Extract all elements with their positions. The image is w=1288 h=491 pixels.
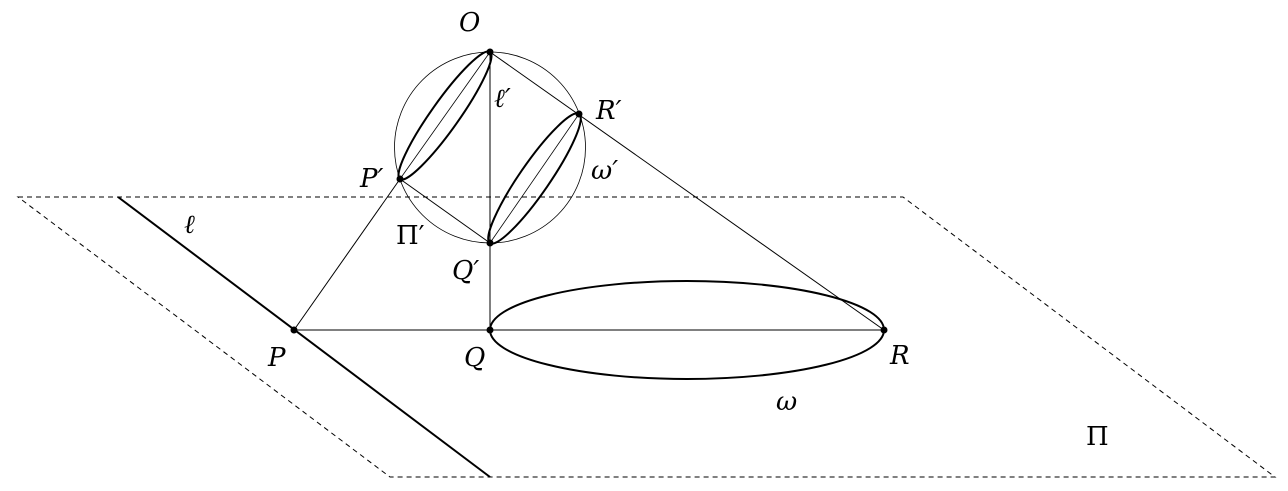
label-Pi-prime: Π′	[396, 221, 425, 251]
point-R	[880, 326, 888, 334]
label-omega-prime: ω′	[591, 156, 619, 186]
label-R-prime: R′	[596, 96, 622, 126]
chord-QprimeRprime	[489, 113, 580, 244]
point-R-prime	[575, 110, 583, 118]
line-PprimeQprime	[399, 178, 491, 244]
label-Pi: Π	[1086, 422, 1109, 452]
line-OR	[489, 51, 885, 331]
label-R: R	[890, 341, 910, 371]
label-l-prime: ℓ′	[494, 84, 511, 114]
plane-pi	[16, 196, 1277, 478]
label-Q-prime: Q′	[452, 256, 480, 286]
point-Q	[486, 326, 494, 334]
chord-PprimeO	[399, 51, 491, 180]
point-P-prime	[396, 175, 404, 183]
point-P	[290, 326, 298, 334]
label-O: O	[459, 8, 481, 38]
line-PprimeP	[293, 178, 401, 331]
label-P-prime: P′	[360, 164, 384, 194]
points	[290, 48, 888, 334]
label-P: P	[268, 343, 286, 373]
point-O	[486, 48, 494, 56]
label-l: ℓ	[184, 210, 195, 240]
label-omega: ω	[776, 387, 798, 417]
label-Q: Q	[464, 343, 486, 373]
point-Q-prime	[486, 239, 494, 247]
line-l	[117, 196, 491, 478]
